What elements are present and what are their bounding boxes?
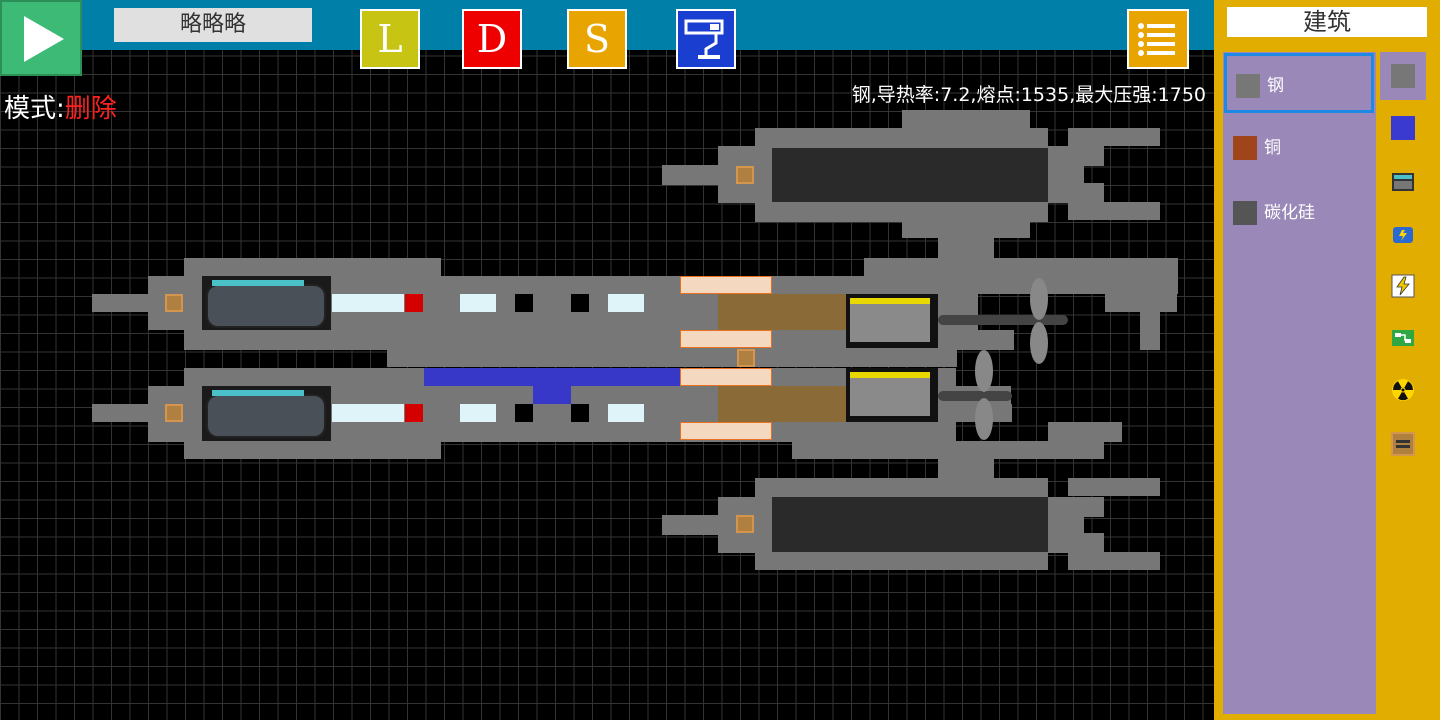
- copper-swatch: [1233, 136, 1257, 160]
- category-blue-block[interactable]: [1380, 104, 1426, 152]
- material-info: 钢,导热率:7.2,熔点:1535,最大压强:1750: [851, 84, 1206, 106]
- circuit-icon: [1392, 330, 1414, 346]
- save-button[interactable]: S: [567, 9, 627, 69]
- material-label: 钢: [1267, 76, 1284, 96]
- material-label: 铜: [1264, 138, 1281, 158]
- material-item-silicon-carbide[interactable]: 碳化硅: [1224, 183, 1374, 243]
- material-item-copper[interactable]: 铜: [1224, 118, 1374, 178]
- control-box-icon: [1391, 432, 1415, 456]
- play-button[interactable]: [0, 0, 82, 76]
- robot-arm-icon: [684, 19, 724, 59]
- steel-block-icon: [1391, 64, 1415, 88]
- mode-indicator: 模式:删除: [4, 88, 117, 125]
- material-item-steel[interactable]: 钢: [1224, 53, 1374, 113]
- category-circuit[interactable]: [1380, 314, 1426, 362]
- lightning-icon: [1391, 274, 1415, 298]
- engine-icon: [1393, 227, 1413, 243]
- silicon-carbide-swatch: [1233, 201, 1257, 225]
- play-icon: [24, 16, 64, 62]
- robot-arm-button[interactable]: [676, 9, 736, 69]
- material-label: 碳化硅: [1264, 203, 1315, 223]
- load-button[interactable]: L: [360, 9, 420, 69]
- category-control-box[interactable]: [1380, 420, 1426, 468]
- mode-label: 模式:: [4, 94, 65, 124]
- category-electric[interactable]: [1380, 262, 1426, 310]
- machine-icon: [1392, 173, 1414, 191]
- category-steel-block[interactable]: [1380, 52, 1426, 100]
- menu-button[interactable]: [1127, 9, 1189, 69]
- radiation-icon: [1392, 379, 1414, 401]
- mode-value: 删除: [64, 94, 117, 124]
- material-list: [1223, 52, 1376, 714]
- menu-icon: [1138, 23, 1175, 56]
- category-radiation[interactable]: [1380, 366, 1426, 414]
- blue-block-icon: [1391, 116, 1415, 140]
- delete-mode-button[interactable]: D: [462, 9, 522, 69]
- steel-swatch: [1236, 74, 1260, 98]
- design-name-field[interactable]: 略略略: [114, 8, 312, 42]
- panel-title: 建筑: [1227, 7, 1427, 37]
- category-machine[interactable]: [1380, 158, 1426, 206]
- category-engine[interactable]: [1380, 210, 1426, 258]
